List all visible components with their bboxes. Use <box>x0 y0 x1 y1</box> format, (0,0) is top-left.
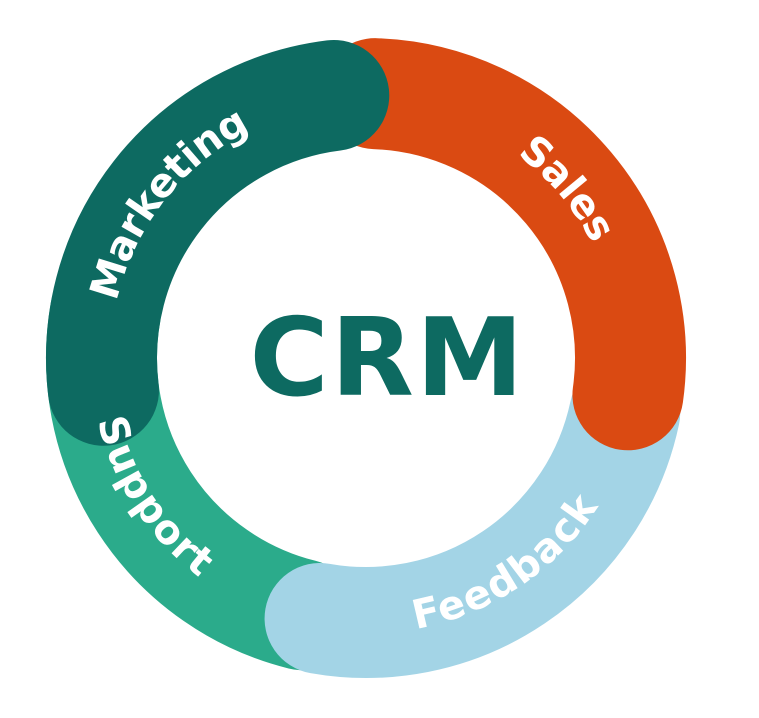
segment-feedback[interactable] <box>264 357 681 678</box>
segment-sales[interactable] <box>319 38 686 451</box>
segment-feedback-group[interactable] <box>264 357 681 678</box>
segment-sales-group[interactable] <box>319 38 686 451</box>
segment-marketing[interactable] <box>46 39 390 446</box>
segment-marketing-group[interactable] <box>46 39 390 446</box>
segment-labels: Marketing Sales Feedback Support <box>82 98 624 639</box>
